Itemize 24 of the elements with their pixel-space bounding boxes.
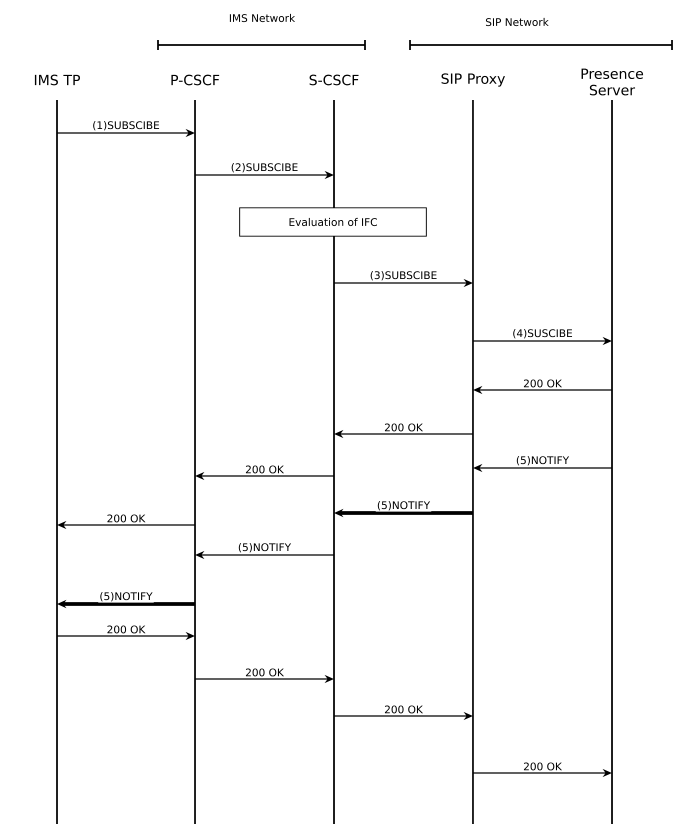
edge-label: (5)NOTIFY [514,454,570,467]
edge-label: 200 OK [244,464,286,475]
edge-label: 200 OK [522,378,564,389]
edge-label: (5)NOTIFY [376,500,432,512]
edge-label: (1)SUBSCIBE [91,120,161,132]
participant-label: P-CSCF [171,74,220,86]
edge-label: (4)SUSCIBE [511,328,574,340]
edge-label: 200 OK [522,761,564,772]
edge-label: (2)SUBSCIBE [230,162,300,174]
edge-label: 200 OK [244,667,286,678]
participant-label: SIP Proxy [442,73,505,87]
participant-label: IMS TP [34,74,80,86]
network-label: SIP Network [486,18,549,26]
edge-label: (3)SUBSCIBE [368,270,438,282]
edge-label: (5)NOTIFY [236,542,292,554]
network-label: IMS Network [230,14,296,22]
edge-label: 200 OK [105,624,147,635]
participant-label: S-CSCF [310,74,359,86]
edge-label: (5)NOTIFY [98,590,154,603]
process-box: Evaluation of IFC [239,207,427,237]
participant-label: Presence Server [582,68,644,96]
edge-label: 200 OK [105,513,147,524]
edge-label: 200 OK [383,422,424,433]
edge-label: 200 OK [383,704,424,715]
